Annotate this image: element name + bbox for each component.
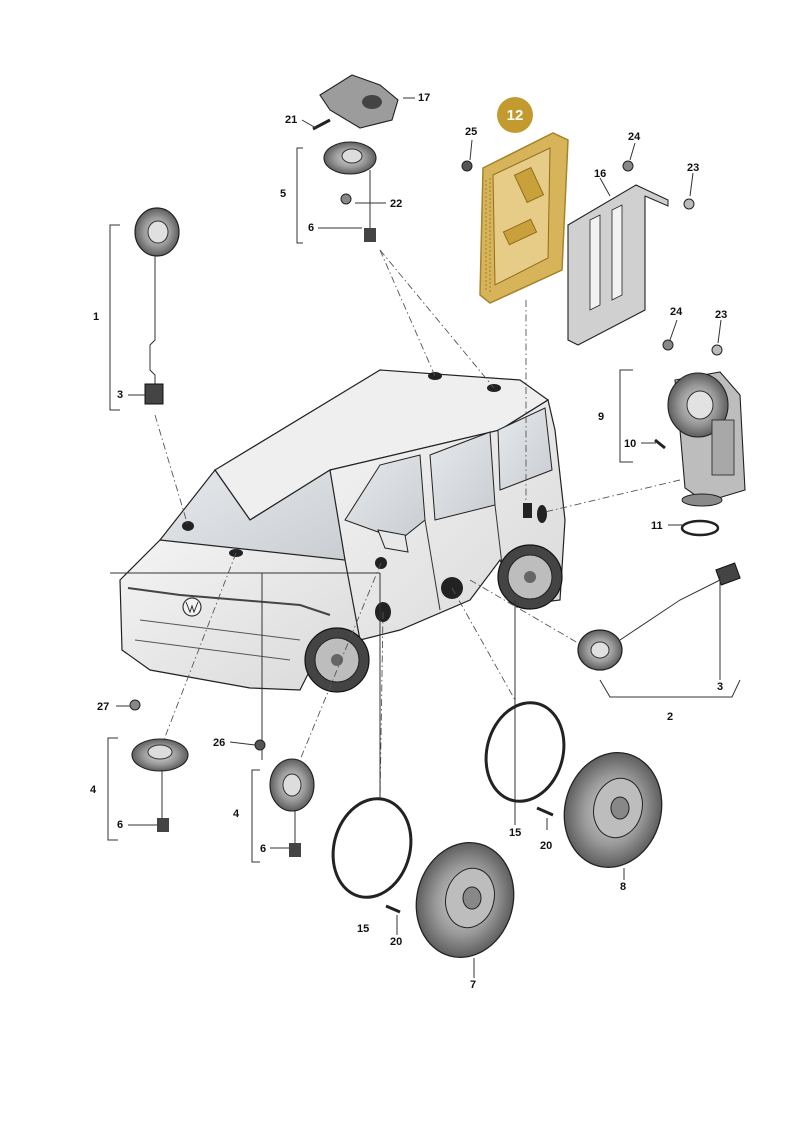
amplifier-icon[interactable] [479,132,569,304]
bracket-icon [567,184,669,346]
label-20: 20 [540,840,552,852]
label-10: 10 [624,438,636,450]
label-23: 23 [715,309,727,321]
speaker-icon [269,758,315,857]
badge-number: 12 [507,107,524,124]
label-11: 11 [651,520,663,532]
label-4: 4 [90,784,97,796]
label-21: 21 [285,114,297,126]
label-16: 16 [594,168,606,180]
badge-12: 12 [497,97,533,133]
label-26: 26 [213,737,225,749]
seal-ring-icon [680,519,720,537]
tweeter-icon [577,562,741,671]
subwoofer-icon [667,371,746,507]
speaker-icon [415,841,515,959]
label-6: 6 [308,222,314,234]
label-2: 2 [667,711,673,723]
seal-ring-icon [331,701,566,899]
label-8: 8 [620,881,626,893]
label-3: 3 [117,389,123,401]
van-icon [119,369,566,693]
label-1: 1 [93,311,99,323]
group-braces [107,147,741,863]
label-25: 25 [465,126,477,138]
label-4: 4 [233,808,240,820]
label-5: 5 [280,188,286,200]
label-20: 20 [390,936,402,948]
label-17: 17 [418,92,430,104]
label-3: 3 [717,681,723,693]
label-6: 6 [117,819,123,831]
label-15: 15 [509,827,521,839]
label-15: 15 [357,923,369,935]
speaker-icon [319,74,399,242]
label-leaders [116,97,722,978]
speaker-icon [563,751,663,869]
label-9: 9 [598,411,604,423]
leader-lines [110,249,681,825]
label-27: 27 [97,701,109,713]
part-labels: 1 2 3 3 4 4 5 6 6 6 7 8 9 10 11 15 15 16… [90,92,727,991]
label-23: 23 [687,162,699,174]
label-24: 24 [628,131,641,143]
tweeter-icon [134,207,180,405]
label-7: 7 [470,979,476,991]
label-6: 6 [260,843,266,855]
label-24: 24 [670,306,683,318]
screw-icon [129,118,723,914]
speaker-icon [131,738,189,832]
label-22: 22 [390,198,402,210]
